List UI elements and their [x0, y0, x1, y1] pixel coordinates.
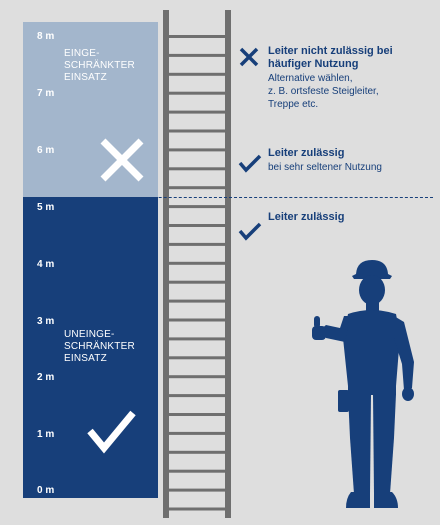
ladder-rung — [169, 450, 225, 454]
cross-icon — [239, 47, 259, 67]
ladder-rung — [169, 318, 225, 322]
ladder-rung — [169, 413, 225, 416]
ladder-rung — [169, 72, 225, 76]
cross-icon — [100, 138, 144, 182]
rule-rare-use-title: Leiter zulässig — [268, 147, 344, 160]
ladder-rung — [169, 356, 225, 360]
height-label-7m: 7 m — [37, 88, 55, 99]
max-height-divider — [23, 197, 433, 198]
height-label-2m: 2 m — [37, 372, 55, 383]
ladder-rung — [169, 337, 225, 341]
ladder-rung — [169, 469, 225, 473]
ladder-rung — [169, 375, 225, 379]
rule-not-permitted-title: Leiter nicht zulässig bei häufiger Nutzu… — [268, 45, 393, 71]
rule-note-line: z. B. ortsfeste Steigleiter, — [268, 86, 379, 97]
rule-note-line: Alternative wählen, — [268, 73, 353, 84]
unrestricted-zone-label-line: SCHRÄNKTER — [64, 341, 135, 352]
ladder-rung — [169, 431, 225, 435]
rule-not-permitted-note: Alternative wählen, z. B. ortsfeste Stei… — [268, 72, 379, 111]
restricted-zone-label: EINGE- SCHRÄNKTER EINSATZ — [64, 48, 135, 84]
check-icon — [238, 222, 262, 241]
rule-note-line: bei sehr seltener Nutzung — [268, 162, 382, 173]
rule-title-line: Leiter zulässig — [268, 211, 345, 223]
ladder-rail-left — [163, 10, 169, 518]
ladder-rungs — [169, 35, 225, 511]
ladder-rung — [169, 91, 225, 95]
unrestricted-zone-label-line: EINSATZ — [64, 353, 107, 364]
ladder — [163, 10, 231, 518]
rule-title-line: Leiter nicht zulässig bei — [268, 45, 393, 57]
rule-rare-use-note: bei sehr seltener Nutzung — [268, 161, 382, 174]
unrestricted-zone-label: UNEINGE- SCHRÄNKTER EINSATZ — [64, 329, 135, 365]
rule-title-line: Leiter zulässig — [268, 147, 345, 159]
worker-thumbs-up-icon — [312, 260, 414, 508]
restricted-zone-label-line: SCHRÄNKTER — [64, 60, 135, 71]
ladder-rung — [169, 242, 225, 246]
ladder-rung — [169, 280, 225, 284]
ladder-rung — [169, 261, 225, 265]
height-label-0m: 0 m — [37, 485, 55, 496]
height-label-6m: 6 m — [37, 145, 55, 156]
height-label-1m: 1 m — [37, 429, 55, 440]
check-icon — [238, 154, 262, 173]
ladder-rung — [169, 129, 225, 133]
ladder-rung — [169, 148, 225, 152]
restricted-zone-label-line: EINGE- — [64, 48, 100, 59]
restricted-zone-label-line: EINSATZ — [64, 72, 107, 83]
ladder-rung — [169, 507, 225, 511]
check-icon — [87, 410, 136, 454]
unrestricted-zone-label-line: UNEINGE- — [64, 329, 115, 340]
height-label-3m: 3 m — [37, 316, 55, 327]
rule-note-line: Treppe etc. — [268, 99, 319, 110]
ladder-rail-right — [225, 10, 231, 518]
ladder-rung — [169, 299, 225, 303]
ladder-rung — [169, 35, 225, 38]
height-label-8m: 8 m — [37, 31, 55, 42]
ladder-rung — [169, 186, 225, 190]
rule-title-line: häufiger Nutzung — [268, 58, 359, 70]
ladder-rung — [169, 488, 225, 492]
ladder-rung — [169, 167, 225, 171]
height-label-5m: 5 m — [37, 202, 55, 213]
height-label-4m: 4 m — [37, 259, 55, 270]
ladder-rung — [169, 205, 225, 209]
rule-permitted-title: Leiter zulässig — [268, 211, 344, 224]
unrestricted-use-zone — [23, 197, 158, 498]
ladder-rung — [169, 53, 225, 57]
restricted-use-zone — [23, 22, 158, 197]
ladder-rung — [169, 224, 225, 227]
ladder-rung — [169, 110, 225, 114]
ladder-rung — [169, 394, 225, 398]
